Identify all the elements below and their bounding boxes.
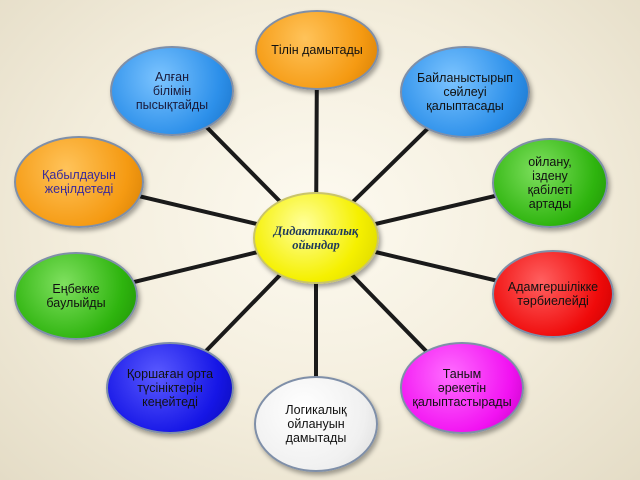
outcome-label-speech: Байланыстырып сөйлеуі қалыптасады — [417, 71, 513, 113]
outcome-bubble-thinking: ойлану, іздену қабілеті артады — [492, 138, 608, 228]
outcome-bubble-morality: Адамгершілікке тәрбиелейді — [492, 250, 614, 338]
outcome-label-environment: Қоршаған орта түсініктерін кеңейтеді — [126, 367, 214, 409]
outcome-bubble-cognition: Таным әрекетін қалыптастырады — [400, 342, 524, 434]
outcome-bubble-environment: Қоршаған орта түсініктерін кеңейтеді — [106, 342, 234, 434]
outcome-bubble-logic: Логикалық ойлануын дамытады — [254, 376, 378, 472]
center-bubble: Дидактикалық ойындар — [253, 192, 379, 284]
outcome-bubble-labor: Еңбекке баулыйды — [14, 252, 138, 340]
outcome-label-knowledge: Алған білімін пысықтайды — [135, 70, 209, 112]
outcome-bubble-knowledge: Алған білімін пысықтайды — [110, 46, 234, 136]
outcome-label-labor: Еңбекке баулыйды — [46, 282, 106, 310]
outcome-label-thinking: ойлану, іздену қабілеті артады — [527, 155, 573, 211]
outcome-bubble-language: Тілін дамытады — [255, 10, 379, 90]
center-label: Дидактикалық ойындар — [273, 224, 359, 252]
outcome-bubble-speech: Байланыстырып сөйлеуі қалыптасады — [400, 46, 530, 138]
outcome-bubble-perception: Қабылдауын жеңілдетеді — [14, 136, 144, 228]
outcome-label-morality: Адамгершілікке тәрбиелейді — [507, 280, 599, 308]
outcome-label-logic: Логикалық ойлануын дамытады — [285, 403, 347, 445]
outcome-label-cognition: Таным әрекетін қалыптастырады — [412, 367, 512, 409]
outcome-label-language: Тілін дамытады — [271, 43, 363, 57]
outcome-label-perception: Қабылдауын жеңілдетеді — [42, 168, 116, 196]
